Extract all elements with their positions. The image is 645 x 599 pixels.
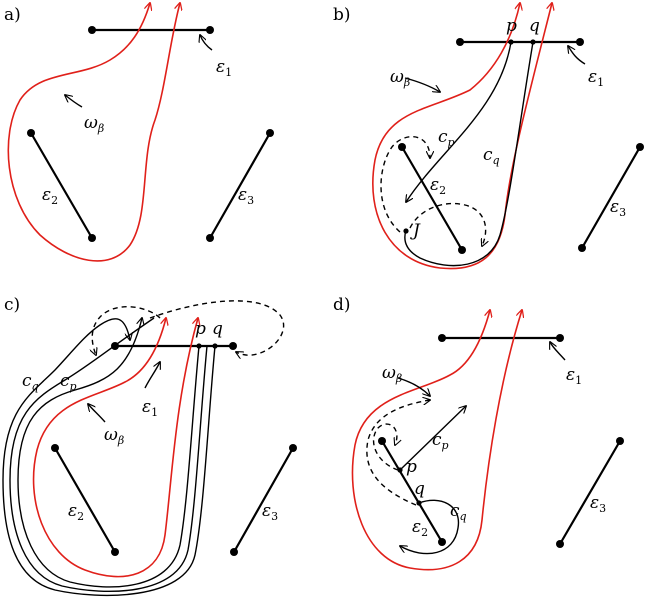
label-eps2: ε2 (68, 501, 84, 523)
label-p: p (195, 319, 206, 339)
panel-label-b: b) (333, 5, 351, 25)
label-cq: cq (483, 145, 500, 167)
endpoint (206, 234, 214, 242)
panel-c: c) p q ε1 ωβ cq cp ε2 ε3 (2, 295, 297, 597)
endpoint (398, 143, 406, 151)
endpoint (378, 437, 386, 445)
segment-eps3 (208, 131, 272, 240)
label-cp: cp (60, 371, 77, 393)
omega-beta-curve (372, 3, 552, 270)
endpoint (230, 548, 238, 556)
label-omega: ωβ (84, 113, 104, 135)
label-cp: cp (438, 127, 455, 149)
panel-label-a: a) (4, 5, 21, 25)
dashed-loop-cq (366, 400, 430, 506)
label-cp: cp (432, 430, 449, 452)
point-J (403, 228, 409, 234)
pointer-arrow (397, 377, 430, 396)
segment-eps2 (380, 439, 444, 544)
label-eps2: ε2 (430, 175, 446, 197)
endpoint (229, 342, 237, 350)
label-eps3: ε3 (590, 493, 606, 515)
label-cq: cq (450, 501, 467, 523)
omega-beta-curve (351, 310, 522, 571)
endpoint (206, 26, 214, 34)
curve-cq (9, 317, 208, 593)
endpoint (111, 548, 119, 556)
curve-cp (406, 41, 512, 202)
label-p: p (406, 457, 417, 477)
endpoint (578, 244, 586, 252)
pointer-arrow (568, 46, 586, 65)
curve-cp (399, 406, 466, 471)
endpoint (88, 26, 96, 34)
label-q: q (414, 479, 425, 499)
label-omega: ωβ (382, 363, 402, 385)
segment-eps2 (400, 145, 464, 252)
endpoint (266, 129, 274, 137)
curve-cp (17, 318, 200, 588)
label-omega: ωβ (104, 425, 124, 447)
panel-label-d: d) (333, 295, 351, 315)
label-p: p (506, 16, 517, 36)
pointer-arrow (88, 404, 106, 423)
segment-eps3 (558, 439, 622, 546)
endpoint (576, 38, 584, 46)
label-eps1: ε1 (566, 365, 582, 387)
pointer-arrow (550, 342, 566, 361)
omega-beta-curve (32, 318, 198, 578)
dashed-loop-cp (372, 423, 398, 471)
pointer-arrow (144, 362, 160, 389)
dashed-loop-cp (92, 306, 161, 355)
label-eps1: ε1 (588, 67, 604, 89)
label-q: q (212, 319, 223, 339)
pointer-arrow (200, 35, 213, 51)
label-eps2: ε2 (42, 185, 58, 207)
endpoint (458, 246, 466, 254)
endpoint (438, 334, 446, 342)
endpoint (456, 38, 464, 46)
endpoint (616, 437, 624, 445)
endpoint (27, 129, 35, 137)
dashed-loop-cq (409, 202, 486, 246)
label-eps3: ε3 (262, 501, 278, 523)
panel-label-c: c) (4, 295, 20, 315)
label-eps3: ε3 (610, 197, 626, 219)
endpoint (556, 334, 564, 342)
omega-beta-curve (7, 3, 180, 262)
label-cq: cq (22, 371, 39, 393)
endpoint (556, 540, 564, 548)
label-J: J (410, 221, 421, 241)
panel-a: a) ε1 ωβ ε2 ε3 (4, 3, 274, 262)
segment-eps3 (232, 446, 295, 554)
label-omega: ωβ (390, 67, 410, 89)
curve-cq-outer (2, 318, 216, 597)
label-eps1: ε1 (216, 57, 232, 79)
pointer-arrow (65, 95, 83, 108)
curve-cq (400, 499, 460, 555)
segment-eps3 (580, 145, 642, 250)
endpoint (289, 444, 297, 452)
endpoint (88, 234, 96, 242)
label-eps3: ε3 (238, 185, 254, 207)
panel-b: b) p q ε1 ωβ cp cq ε2 J ε3 (333, 3, 644, 270)
segment-eps2 (29, 131, 94, 240)
endpoint (51, 444, 59, 452)
pointer-arrow (404, 77, 440, 92)
endpoint (438, 538, 446, 546)
label-eps2: ε2 (412, 517, 428, 539)
dashed-loop-cp (380, 136, 430, 233)
label-q: q (529, 16, 540, 36)
endpoint (636, 143, 644, 151)
dashed-loop-cq (149, 300, 285, 355)
label-eps1: ε1 (142, 397, 158, 419)
curve-cq (404, 41, 534, 267)
panel-d: d) ε1 ωβ cp p q cq ε2 ε3 (333, 295, 624, 571)
segment-eps2 (53, 446, 117, 554)
